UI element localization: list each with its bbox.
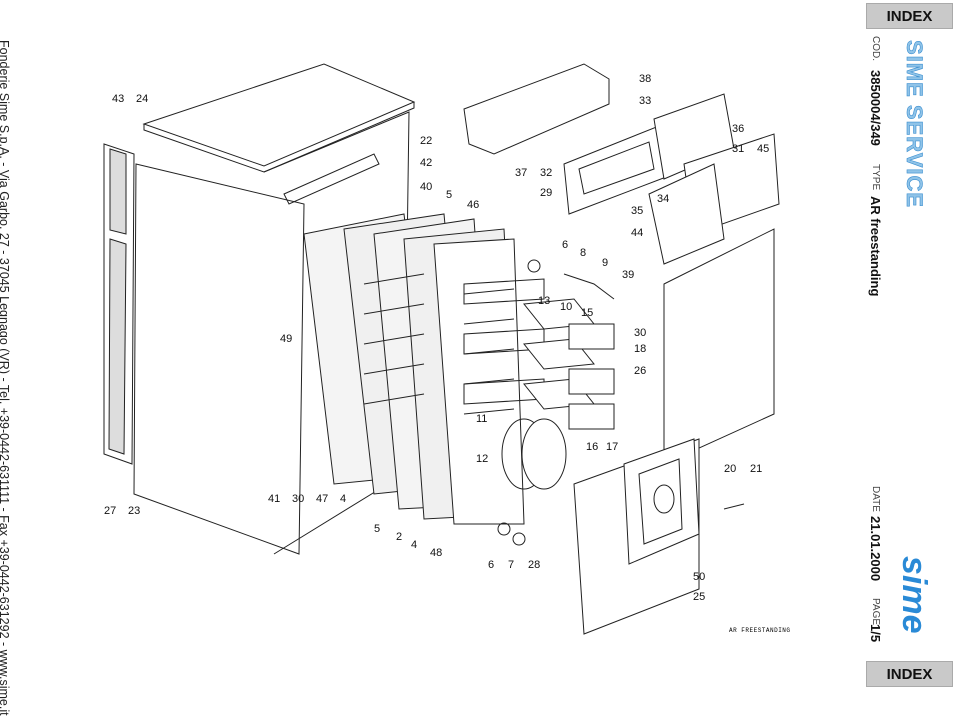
callout-6b: 6 xyxy=(488,559,494,571)
callout-39: 39 xyxy=(622,269,634,281)
page-value: 1/5 xyxy=(868,624,883,643)
callout-41: 41 xyxy=(268,493,280,505)
callout-35: 35 xyxy=(631,205,643,217)
callout-33: 33 xyxy=(639,95,651,107)
callout-42: 42 xyxy=(420,157,432,169)
callout-9: 9 xyxy=(602,257,608,269)
callout-25: 25 xyxy=(693,591,705,603)
callout-34: 34 xyxy=(657,193,669,205)
callout-43: 43 xyxy=(112,93,124,105)
callout-18: 18 xyxy=(634,343,646,355)
document-sidebar: COD. 3850004/349 TYPE AR freestanding DA… xyxy=(861,36,887,648)
callout-17: 17 xyxy=(606,441,618,453)
callout-32: 32 xyxy=(540,167,552,179)
callout-5b: 5 xyxy=(374,523,380,535)
sime-service-logo: SIME SERVICE xyxy=(902,40,928,209)
callout-28: 28 xyxy=(528,559,540,571)
footer-address-strip: Fonderie Sime S.p.A. - Via Garbo, 27 - 3… xyxy=(0,40,14,716)
footer-address: Fonderie Sime S.p.A. - Via Garbo, 27 - 3… xyxy=(0,40,11,716)
callout-4a: 4 xyxy=(340,493,346,505)
callout-11: 11 xyxy=(476,413,487,425)
callout-5: 5 xyxy=(446,189,452,201)
sime-logo: sime xyxy=(895,556,933,634)
callout-30a: 30 xyxy=(634,327,646,339)
type-label: TYPE xyxy=(870,164,881,191)
cod-label: COD. xyxy=(870,36,881,61)
cod-value: 3850004/349 xyxy=(868,70,883,146)
callout-46: 46 xyxy=(467,199,479,211)
exploded-view-drawing: 43 24 22 42 40 5 46 38 33 36 31 45 37 32… xyxy=(103,63,791,635)
callout-49: 49 xyxy=(280,333,292,345)
callout-36: 36 xyxy=(732,123,744,135)
date-label: DATE xyxy=(870,486,881,512)
brand-strip: SIME SERVICE sime xyxy=(895,36,935,648)
callout-8: 8 xyxy=(580,247,586,259)
callout-15: 15 xyxy=(581,307,593,319)
callout-12: 12 xyxy=(476,453,488,465)
callout-40: 40 xyxy=(420,181,432,193)
page-label: PAGE xyxy=(870,598,881,626)
callout-16: 16 xyxy=(586,441,598,453)
callout-24: 24 xyxy=(136,93,148,105)
callout-7: 7 xyxy=(508,559,514,571)
callout-6a: 6 xyxy=(562,239,568,251)
callout-44: 44 xyxy=(631,227,643,239)
index-button-bottom[interactable]: INDEX xyxy=(866,661,953,687)
callout-22: 22 xyxy=(420,135,432,147)
index-button-top[interactable]: INDEX xyxy=(866,3,953,29)
callout-21: 21 xyxy=(750,463,762,475)
callout-4b: 4 xyxy=(411,539,417,551)
callout-37: 37 xyxy=(515,167,527,179)
callout-20: 20 xyxy=(724,463,736,475)
callout-13: 13 xyxy=(538,295,550,307)
callout-38: 38 xyxy=(639,73,651,85)
callout-30b: 30 xyxy=(292,493,304,505)
callout-48: 48 xyxy=(430,547,442,559)
callout-31: 31 xyxy=(732,143,744,155)
callout-27: 27 xyxy=(104,505,116,517)
date-value: 21.01.2000 xyxy=(868,516,883,582)
callout-labels: 43 24 22 42 40 5 46 38 33 36 31 45 37 32… xyxy=(104,73,769,603)
callout-26: 26 xyxy=(634,365,646,377)
callout-10: 10 xyxy=(560,301,572,313)
callout-50: 50 xyxy=(693,571,705,583)
drawing-caption: AR FREESTANDING xyxy=(729,627,791,634)
callout-23: 23 xyxy=(128,505,140,517)
callout-47: 47 xyxy=(316,493,328,505)
callout-2: 2 xyxy=(396,531,402,543)
type-value: AR freestanding xyxy=(868,196,883,297)
callout-45: 45 xyxy=(757,143,769,155)
callout-29: 29 xyxy=(540,187,552,199)
